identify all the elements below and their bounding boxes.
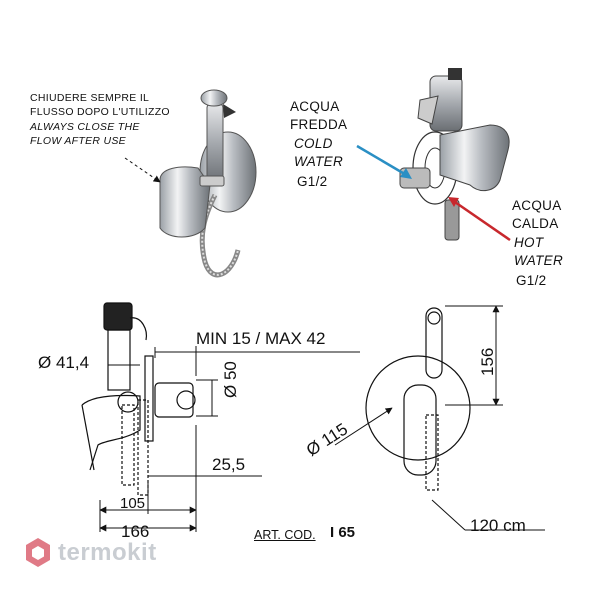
- dim-spray-diameter: Ø 41,4: [38, 353, 90, 372]
- dim-105: 105: [120, 495, 146, 512]
- dim-166: 166: [121, 522, 150, 541]
- hot-label-it-2: CALDA: [512, 216, 559, 231]
- cold-label-it-1: ACQUA: [290, 99, 340, 114]
- dimension-lines-side: [99, 346, 360, 532]
- dim-body-diameter: Ø 50: [221, 361, 240, 398]
- hot-label-it-1: ACQUA: [512, 198, 562, 213]
- instruction-it-1: CHIUDERE SEMPRE IL: [30, 92, 150, 104]
- cold-label-en-2: WATER: [294, 154, 344, 169]
- cold-label-it-2: FREDDA: [290, 117, 348, 132]
- instruction-en-2: FLOW AFTER USE: [30, 135, 126, 147]
- instruction-arrow: [124, 157, 161, 183]
- dim-hose-length: 120 cm: [470, 516, 526, 535]
- dim-156: 156: [478, 347, 497, 376]
- hot-label-en-1: HOT: [514, 235, 544, 250]
- hot-thread: G1/2: [516, 273, 547, 288]
- cold-label-en-1: COLD: [294, 136, 333, 151]
- article-code-value: I 65: [330, 524, 356, 541]
- brand-name: termokit: [58, 539, 157, 566]
- brand-logo-mark: [26, 538, 50, 567]
- cold-thread: G1/2: [297, 174, 328, 189]
- product-inlet-view: [399, 68, 510, 241]
- side-elevation: [81, 302, 196, 496]
- instruction-it-2: FLUSSO DOPO L'UTILIZZO: [30, 106, 170, 118]
- hot-water-arrow: [451, 198, 511, 242]
- hot-label-en-2: WATER: [514, 253, 564, 268]
- cold-water-arrow: [356, 144, 409, 178]
- dimension-lines-front: [334, 305, 545, 531]
- dim-min-max: MIN 15 / MAX 42: [196, 329, 326, 348]
- product-photo: [159, 89, 257, 278]
- dim-offset: 25,5: [212, 455, 246, 474]
- instruction-en-1: ALWAYS CLOSE THE: [30, 121, 140, 133]
- front-elevation: [365, 307, 471, 491]
- article-code-label: ART. COD.: [254, 528, 316, 542]
